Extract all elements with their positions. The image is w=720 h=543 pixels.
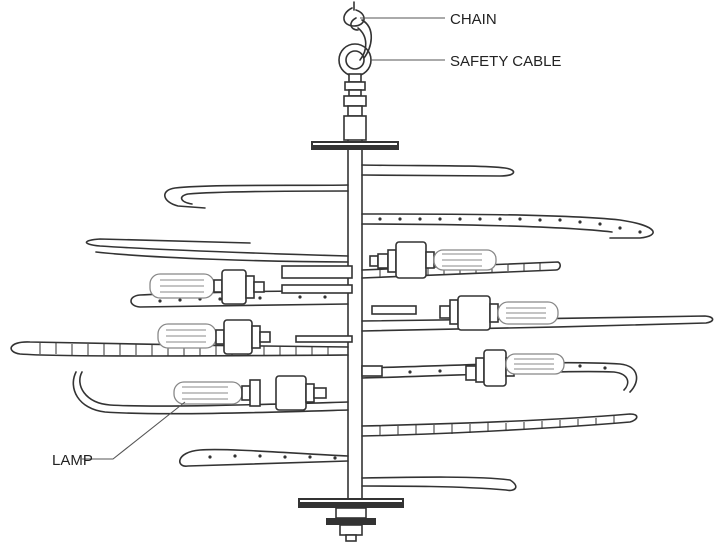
top-gear <box>311 141 399 150</box>
lamp-socket-upper-left <box>149 269 265 305</box>
lamp-socket-lower-right <box>465 349 565 387</box>
safety-cable-label: SAFETY CABLE <box>450 53 561 70</box>
safety-cable-callout: SAFETY CABLE <box>370 53 561 70</box>
lamp-socket-lower-left <box>173 375 327 411</box>
chain-callout: CHAIN <box>360 11 497 28</box>
bottom-gear <box>298 498 404 542</box>
hanging-ring <box>338 43 372 83</box>
arms-right <box>361 164 714 492</box>
lamp-label: LAMP <box>52 452 93 469</box>
coupling <box>343 81 367 141</box>
safety-cable <box>357 19 373 61</box>
chain-label: CHAIN <box>450 11 497 28</box>
lamp-socket-upper-right <box>369 241 497 279</box>
stem-collars <box>281 265 417 377</box>
lamp-callout: LAMP <box>52 401 186 469</box>
center-stem <box>347 139 363 499</box>
lamp-socket-mid-right <box>439 295 559 331</box>
chain <box>343 1 365 31</box>
lamp-socket-mid-left <box>157 319 271 355</box>
